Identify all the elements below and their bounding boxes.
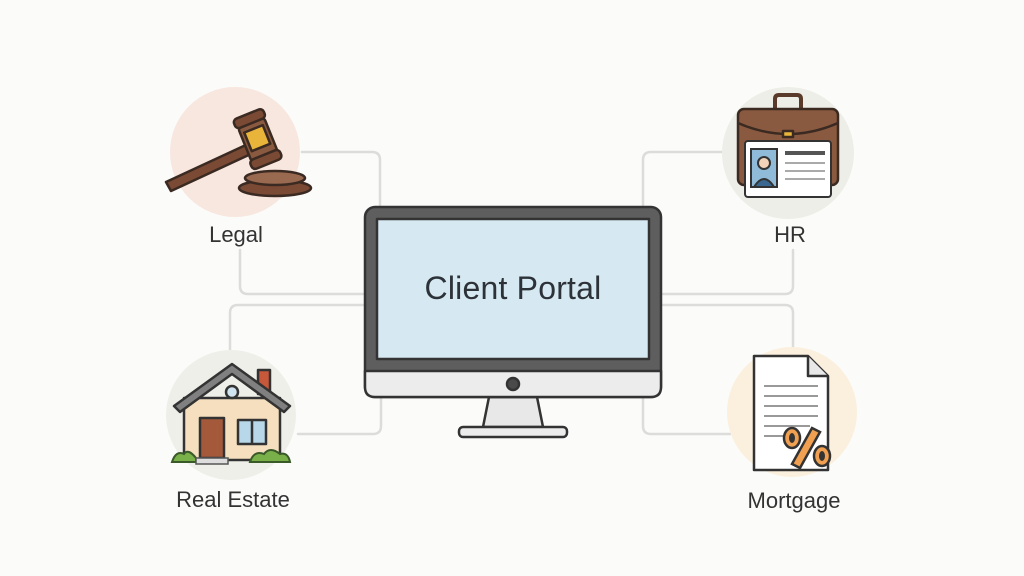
desktop-monitor-icon [363,205,663,439]
briefcase-id-card-icon [736,93,840,198]
node-label-mortgage: Mortgage [747,488,841,513]
gavel-icon [164,108,313,198]
house-icon [170,362,292,465]
document-percent-icon [752,354,832,472]
node-label-hr: HR [774,222,806,247]
node-label-real-estate: Real Estate [176,487,290,512]
node-label-legal: Legal [209,222,263,247]
client-portal-title: Client Portal [424,269,602,306]
